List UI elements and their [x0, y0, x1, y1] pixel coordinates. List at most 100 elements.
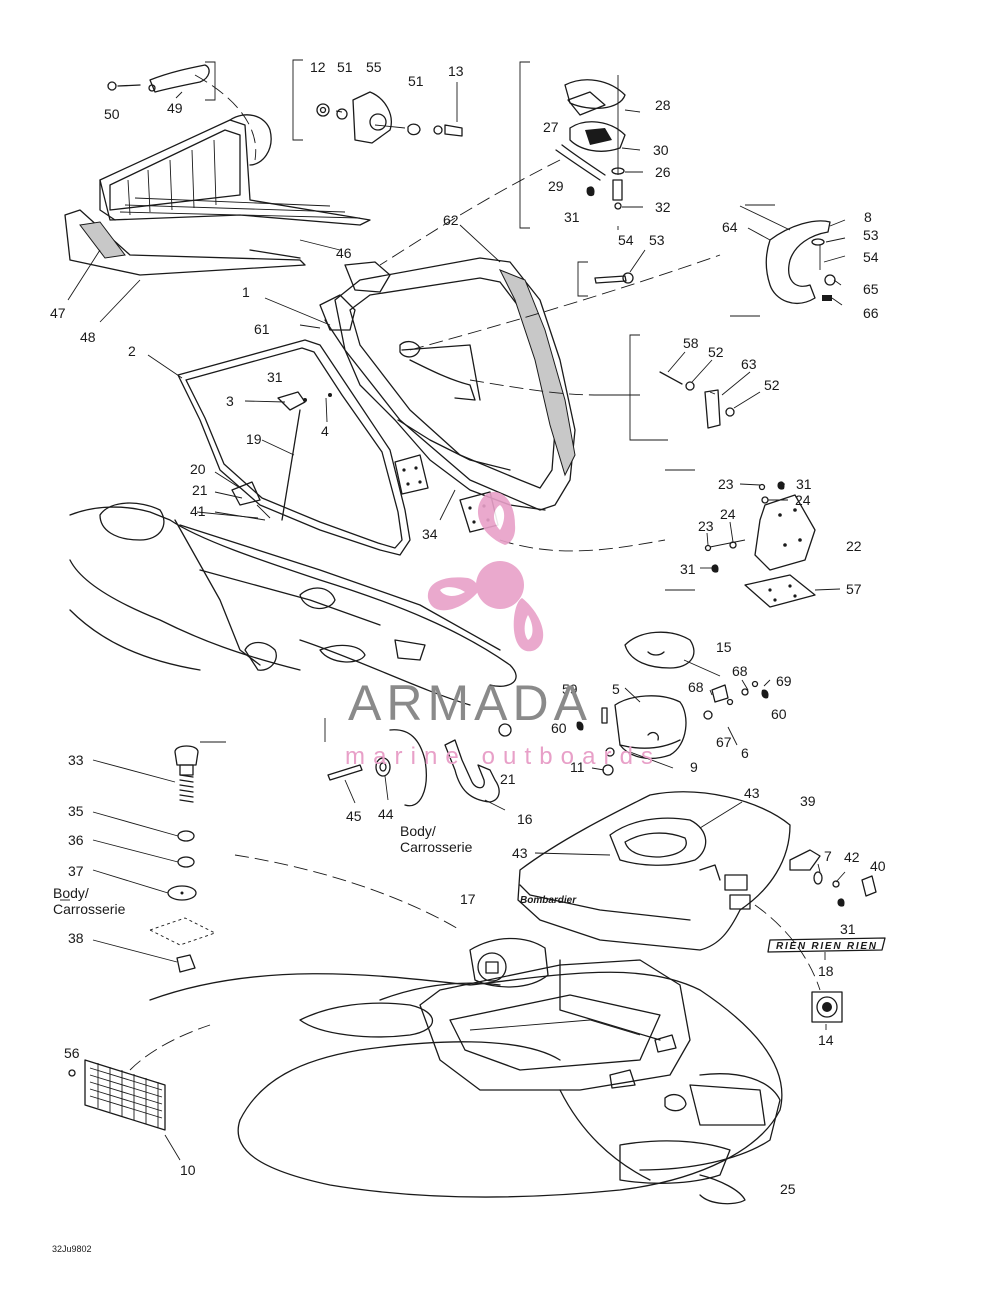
- box-5: [614, 695, 687, 759]
- callout: 13: [448, 63, 464, 79]
- prop-rod: [281, 409, 301, 521]
- callout: 50: [104, 106, 120, 122]
- callout: 4: [321, 423, 329, 439]
- dashed-line: [754, 904, 821, 991]
- callout: 31: [680, 561, 696, 577]
- callout: 58: [683, 335, 699, 351]
- battery-cover: [624, 631, 695, 669]
- body-label: Body/: [400, 823, 436, 839]
- callout: 33: [68, 752, 84, 768]
- callout: 15: [716, 639, 732, 655]
- bumper-column: [148, 745, 217, 973]
- grille-10: [68, 1059, 166, 1131]
- callout: 43: [744, 785, 760, 801]
- bracket-20: [231, 393, 332, 519]
- callout: 2: [128, 343, 136, 359]
- callout: 32: [655, 199, 671, 215]
- callout: 23: [698, 518, 714, 534]
- latch-assembly: [292, 59, 463, 144]
- callout: 31: [840, 921, 856, 937]
- callout: 37: [68, 863, 84, 879]
- callout: 60: [771, 706, 787, 722]
- callout: 34: [422, 526, 438, 542]
- callout: 56: [64, 1045, 80, 1061]
- callout: 49: [167, 100, 183, 116]
- upper-hull: [69, 502, 517, 706]
- callout: 7: [824, 848, 832, 864]
- callout: 40: [870, 858, 886, 874]
- callout: 11: [570, 759, 585, 775]
- callout: 44: [378, 806, 394, 822]
- callout: 45: [346, 808, 362, 824]
- callout: 31: [267, 369, 283, 385]
- plate-assembly: [600, 334, 735, 441]
- callout: 12: [310, 59, 326, 75]
- callout: 54: [863, 249, 879, 265]
- callout: 21: [500, 771, 516, 787]
- callout: 10: [180, 1162, 196, 1178]
- callout: 25: [780, 1181, 796, 1197]
- body-label: Body/: [53, 885, 89, 901]
- dashed-line: [234, 854, 461, 931]
- callout: 35: [68, 803, 84, 819]
- callout: 51: [337, 59, 353, 75]
- callout: 48: [80, 329, 96, 345]
- callout: 23: [718, 476, 734, 492]
- callout: 52: [764, 377, 780, 393]
- dashed-line: [379, 159, 561, 266]
- callout: 19: [246, 431, 262, 447]
- hook-latch: [765, 220, 836, 304]
- callout: 51: [408, 73, 424, 89]
- gasket-frame: [177, 339, 411, 556]
- callout: 16: [517, 811, 533, 827]
- callout: 66: [863, 305, 879, 321]
- callout: 64: [722, 219, 738, 235]
- dashed-line: [194, 74, 257, 161]
- callout: 68: [688, 679, 704, 695]
- dashed-line: [469, 379, 601, 396]
- handle-part: [107, 61, 216, 101]
- callout: 46: [336, 245, 352, 261]
- bumper-stop: [577, 261, 634, 297]
- callout: 41: [190, 503, 206, 519]
- callout: 5: [612, 681, 620, 697]
- dashed-line: [129, 1024, 211, 1071]
- callout: 8: [864, 209, 872, 225]
- rod-bracket: [277, 391, 306, 411]
- callout: 53: [863, 227, 879, 243]
- dashed-line: [409, 254, 721, 351]
- callout: 1: [242, 284, 250, 300]
- console: Bombardier: [517, 791, 877, 951]
- callout: 17: [460, 891, 476, 907]
- watermark: ARMADA marine outboards: [345, 491, 653, 770]
- lock-assembly: [519, 61, 626, 229]
- callout: 47: [50, 305, 66, 321]
- callout: 6: [741, 745, 749, 761]
- callout: 54: [618, 232, 634, 248]
- callout: 9: [690, 759, 698, 775]
- callout: 31: [796, 476, 812, 492]
- decal-model-text: RIEN RIEN RIEN: [776, 941, 877, 952]
- decal-bombardier-text: Bombardier: [520, 895, 577, 906]
- callout: 62: [443, 212, 459, 228]
- callout: 20: [190, 461, 206, 477]
- callout: 27: [543, 119, 559, 135]
- callout: 38: [68, 930, 84, 946]
- callout: 31: [564, 209, 580, 225]
- callout: 24: [795, 492, 811, 508]
- callout: 30: [653, 142, 669, 158]
- callout: 3: [226, 393, 234, 409]
- callout: 24: [720, 506, 736, 522]
- callout: 18: [818, 963, 834, 979]
- rear-rack: [64, 114, 371, 276]
- callout: 68: [732, 663, 748, 679]
- dashed-line: [499, 539, 666, 552]
- callout: 28: [655, 97, 671, 113]
- callout: 39: [800, 793, 816, 809]
- callout: 42: [844, 849, 860, 865]
- callout: 69: [776, 673, 792, 689]
- callout-labels: 1 2 3 4 5 6 7 8 9 10 11 12 13 14 15 16 1…: [50, 59, 886, 1254]
- callout: 59: [562, 681, 578, 697]
- callout: 52: [708, 344, 724, 360]
